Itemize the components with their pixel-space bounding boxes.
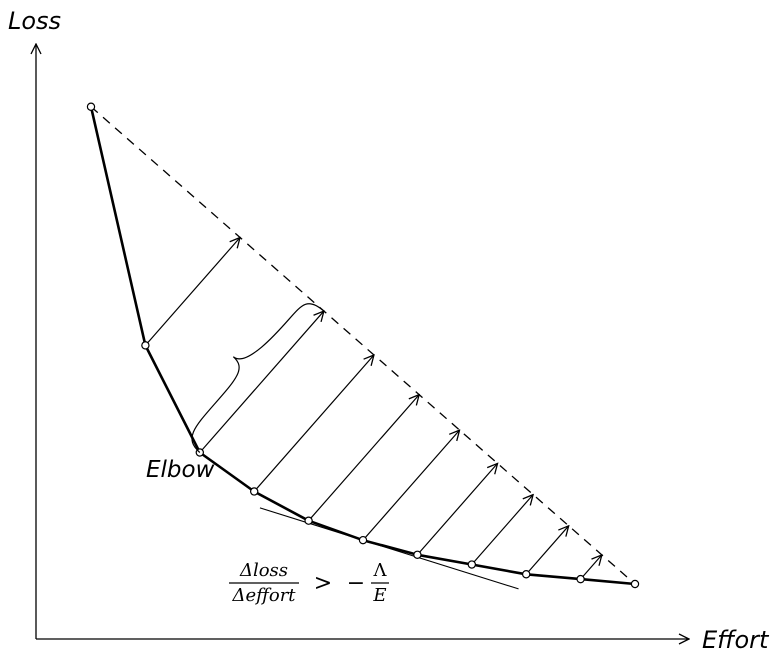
distance-brace (191, 303, 325, 453)
distance-arrow (253, 355, 374, 492)
data-point (413, 550, 422, 559)
distance-arrow (471, 495, 533, 565)
data-point (358, 535, 368, 545)
data-point (141, 341, 150, 350)
data-point (576, 574, 585, 584)
formula-rhs-numerator: Λ (373, 560, 388, 581)
distance-arrow (416, 463, 497, 556)
x-axis-label: Effort (702, 626, 770, 652)
brace-layer (191, 303, 325, 453)
distance-arrow (308, 395, 420, 522)
data-point (304, 516, 313, 525)
chord-layer (90, 106, 636, 585)
distance-arrow (580, 555, 602, 580)
arrow-layer (144, 237, 602, 580)
y-axis-label: Loss (8, 7, 61, 35)
dashed-chord (90, 106, 636, 585)
data-point (630, 579, 640, 589)
data-point (86, 102, 96, 111)
elbow-label: Elbow (146, 457, 215, 483)
formula: Δloss Δeffort > − Λ E (229, 560, 389, 606)
data-point (249, 487, 259, 496)
data-point (467, 560, 476, 569)
point-layer (86, 102, 640, 589)
formula-numerator: Δloss (239, 560, 288, 581)
distance-arrow (362, 430, 460, 541)
formula-operator: > (314, 571, 332, 596)
distance-arrow (525, 526, 568, 575)
distance-arrow (199, 311, 324, 453)
data-point (522, 570, 531, 579)
distance-arrow (144, 237, 240, 346)
formula-rhs-denominator: E (372, 585, 386, 606)
formula-rhs-sign: − (347, 571, 365, 596)
formula-denominator: Δeffort (231, 585, 296, 606)
